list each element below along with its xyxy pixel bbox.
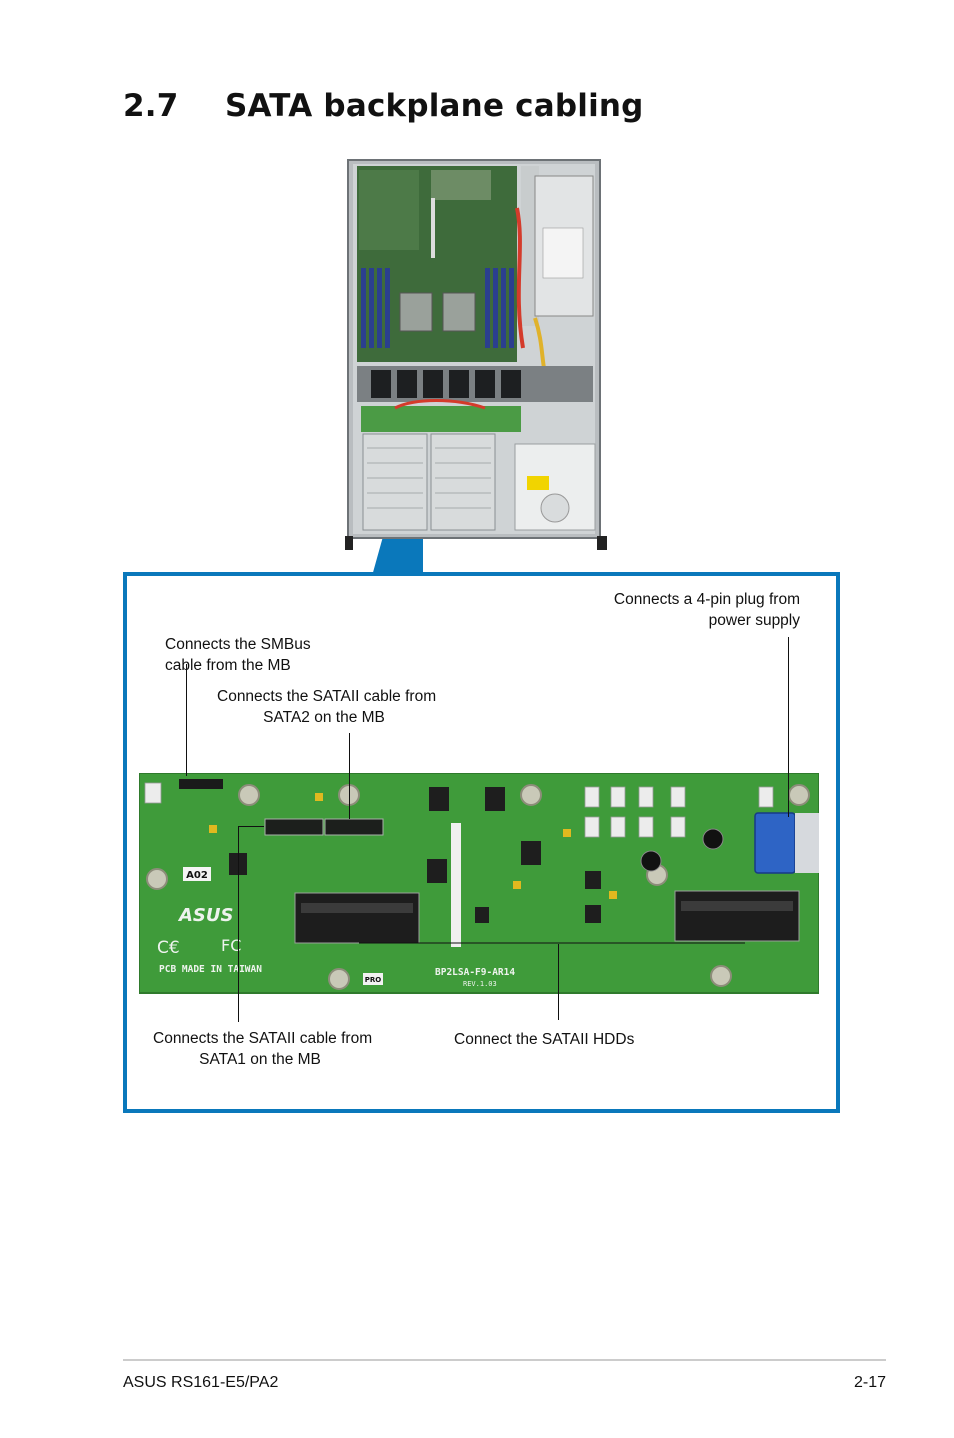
server-top-view-image <box>345 159 607 550</box>
board-rev-tag: A02 <box>186 870 208 881</box>
footer-product: ASUS RS161-E5/PA2 <box>123 1374 279 1391</box>
board-model: BP2LSA-F9-AR14 <box>435 967 515 978</box>
sata-backplane-board-image: A02 ASUS PCB MADE IN TAIWAN BP2LSA-F9-AR… <box>139 773 819 994</box>
leader-line-power <box>788 637 789 817</box>
board-pro-tag: PRO <box>365 976 382 984</box>
callout-sata1: Connects the SATAII cable from SATA1 on … <box>153 1030 373 1068</box>
svg-text:FC: FC <box>221 936 241 955</box>
board-brand: ASUS <box>177 905 233 926</box>
footer-page-number: 2-17 <box>853 1374 886 1391</box>
section-title: SATA backplane cabling <box>225 88 644 124</box>
footer-rule <box>123 1359 886 1361</box>
board-revision: REV.1.03 <box>463 980 497 988</box>
section-heading: 2.7 SATA backplane cabling <box>123 88 644 124</box>
callout-frame <box>123 572 840 1113</box>
callout-smbus: Connects the SMBus cable from the MB <box>165 636 311 674</box>
board-origin: PCB MADE IN TAIWAN <box>159 964 262 975</box>
leader-line-sata1 <box>238 826 239 1022</box>
callout-power: Connects a 4-pin plug from power supply <box>613 591 800 629</box>
leader-line-sata1-elbow <box>238 826 264 827</box>
leader-line-smbus <box>186 664 187 776</box>
callout-sata2: Connects the SATAII cable from SATA2 on … <box>217 688 437 726</box>
callout-hdds: Connect the SATAII HDDs <box>454 1031 635 1048</box>
svg-text:C€: C€ <box>157 938 180 958</box>
leader-line-sata2 <box>349 733 350 819</box>
section-number: 2.7 <box>123 88 179 124</box>
leader-line-hdds <box>558 944 559 1020</box>
